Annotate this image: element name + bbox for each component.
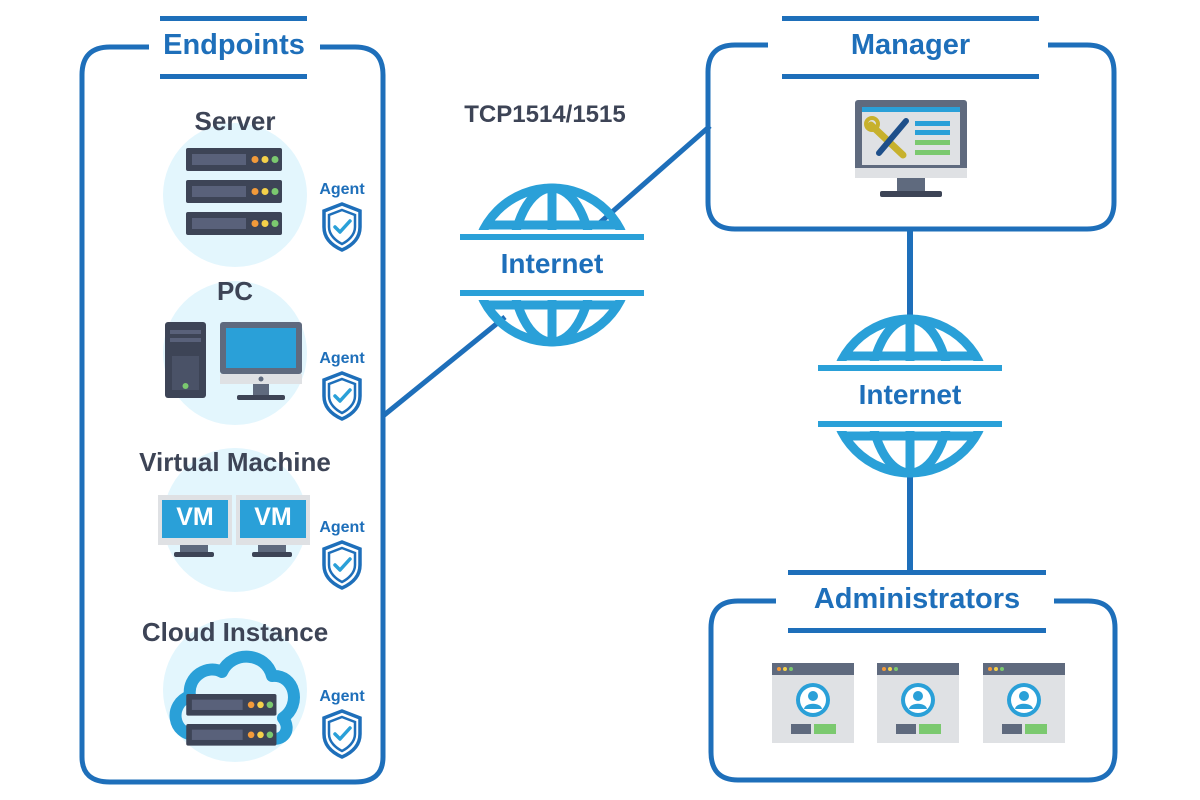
cloud-server-icon — [169, 650, 300, 746]
endpoints-group-title: Endpoints — [163, 29, 305, 61]
endpoints-group-frame — [79, 44, 386, 785]
administrators-group-frame — [708, 598, 1118, 783]
internet-top-label: Internet — [500, 248, 604, 279]
desktop-pc-icon — [165, 322, 302, 400]
vm-screen-label: VM — [176, 503, 214, 531]
admin-window-icon — [772, 663, 854, 743]
server-label: Server — [194, 106, 276, 136]
administrators-title-bar-top — [788, 570, 1046, 575]
admin-window-icon — [877, 663, 959, 743]
virtual-machine-icon — [158, 495, 310, 557]
pc-agent-label: Agent — [319, 350, 365, 367]
vm-agent-label: Agent — [319, 519, 365, 536]
protocol-label: TCP1514/1515 — [464, 101, 626, 128]
server-agent-shield-icon — [322, 202, 362, 252]
pc-label: PC — [216, 276, 254, 306]
administrators-group-title: Administrators — [813, 583, 1021, 615]
manager-title-bar-top — [782, 16, 1039, 21]
admin-window-icon — [983, 663, 1065, 743]
endpoints-title-bar-bottom — [160, 74, 307, 79]
vm-screen-label: VM — [254, 503, 292, 531]
endpoints-to-internet-link — [381, 315, 507, 418]
server-agent-label: Agent — [319, 181, 365, 198]
pc-agent-shield-icon — [322, 371, 362, 421]
server-rack-icon — [186, 148, 282, 235]
internet-bottom-label: Internet — [858, 379, 962, 410]
vm-label: Virtual Machine — [139, 447, 331, 477]
internet-to-manager-link — [593, 124, 712, 229]
manager-group-frame — [705, 42, 1117, 232]
manager-monitor-icon — [855, 100, 967, 197]
cloud-agent-label: Agent — [319, 688, 365, 705]
manager-group-title: Manager — [850, 29, 971, 61]
vm-agent-shield-icon — [322, 540, 362, 590]
manager-title-bar-bottom — [782, 74, 1039, 79]
endpoints-title-bar-top — [160, 16, 307, 21]
administrators-title-bar-bottom — [788, 628, 1046, 633]
cloud-instance-label: Cloud Instance — [141, 617, 329, 647]
cloud-agent-shield-icon — [322, 709, 362, 759]
